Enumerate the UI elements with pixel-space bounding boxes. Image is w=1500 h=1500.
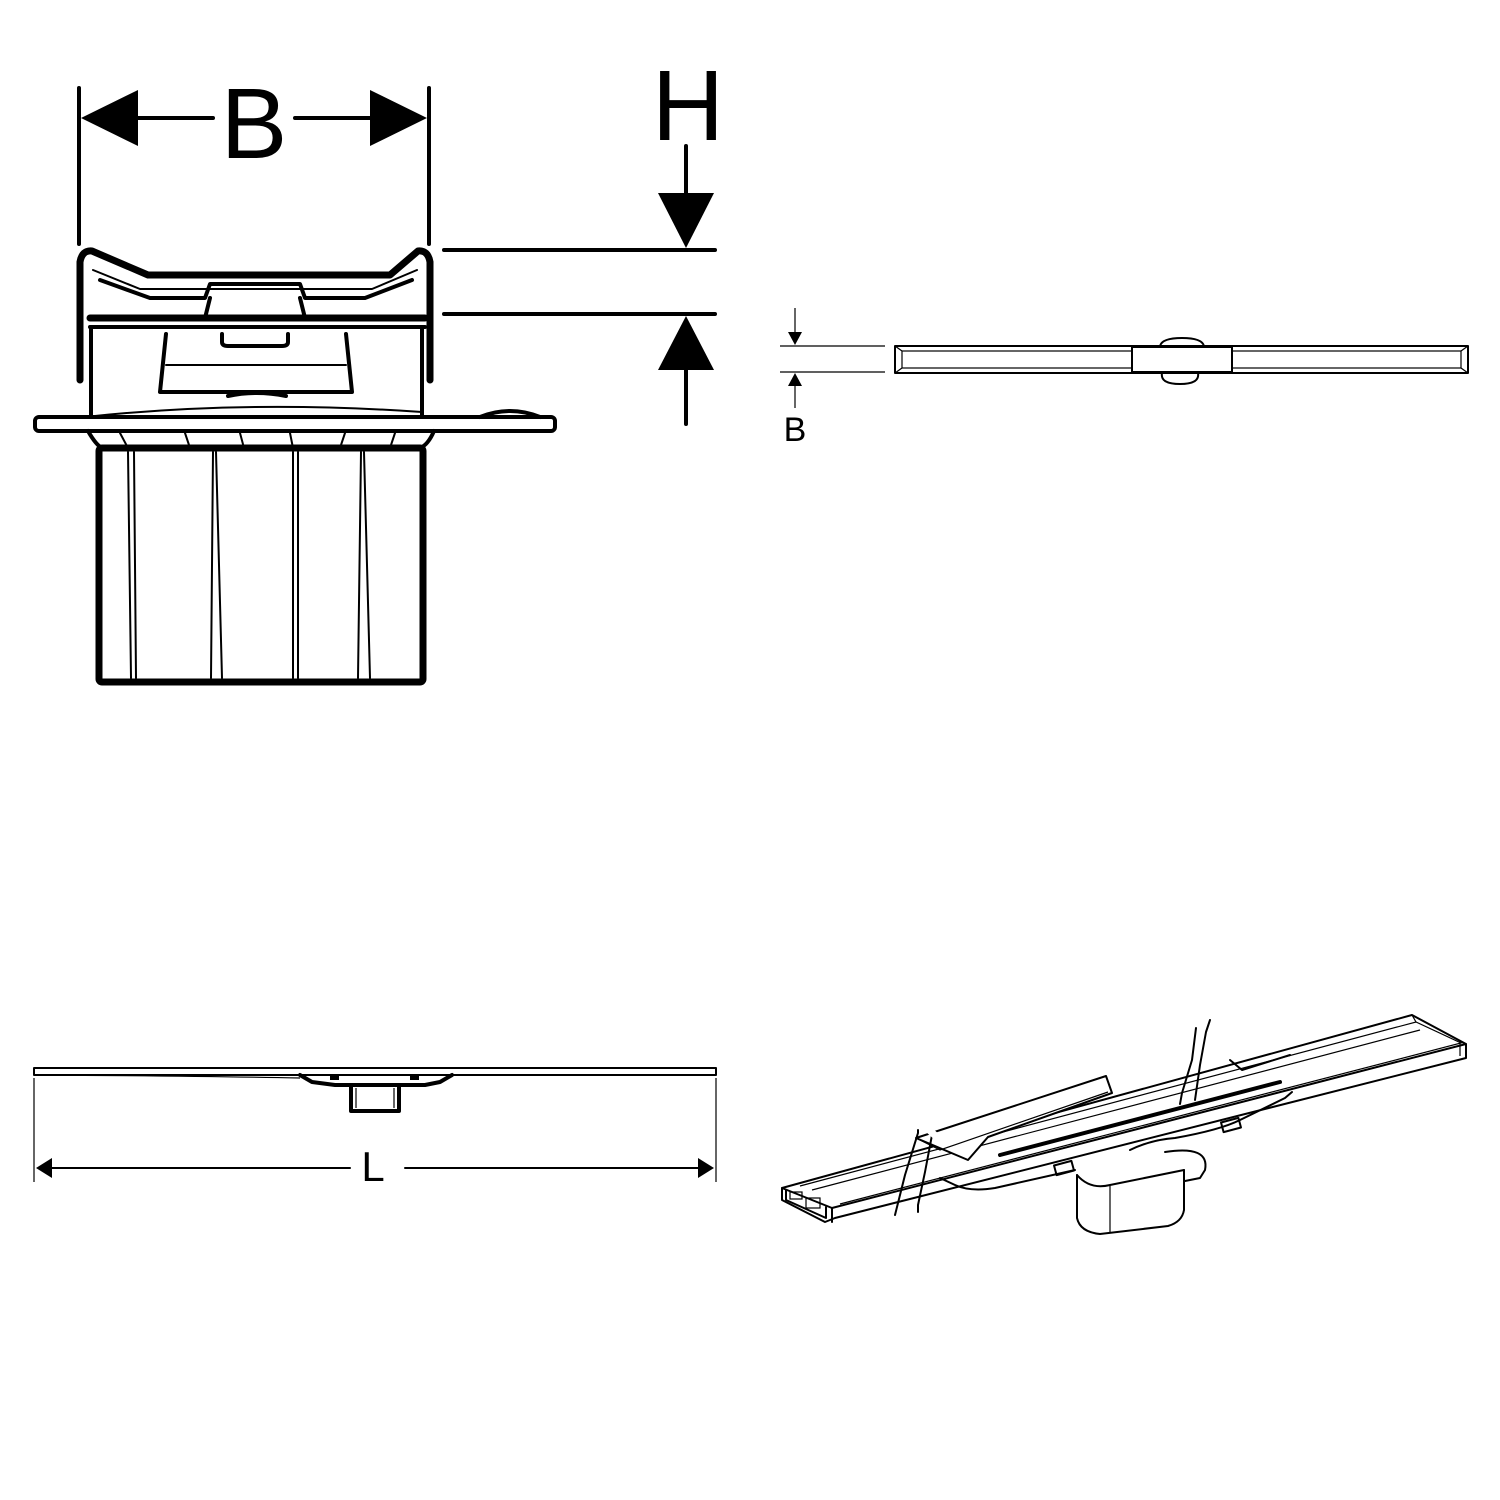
dimension-label-b: B <box>221 68 288 180</box>
front-section-view: B H <box>33 50 724 686</box>
dimension-label-l: L <box>361 1143 384 1190</box>
arrow-down-icon <box>658 193 714 248</box>
drain-grate-section <box>76 247 434 418</box>
width-dimension-b: B <box>77 68 431 246</box>
drain-outlet-body <box>95 444 427 686</box>
arrow-down-small-icon <box>788 332 802 345</box>
drain-flange <box>33 405 557 450</box>
side-view: L <box>33 1067 717 1190</box>
dimension-label-h: H <box>652 50 724 162</box>
arrow-up-small-icon <box>788 373 802 386</box>
isometric-view <box>781 1014 1467 1235</box>
slot-right <box>1220 1116 1242 1134</box>
width-dimension-b-top: B <box>780 308 885 449</box>
channel-end-opening <box>789 1191 803 1200</box>
arrow-left-icon <box>81 90 138 146</box>
arrow-right-icon <box>698 1158 714 1178</box>
top-view: B <box>780 308 1469 449</box>
length-dimension-l: L <box>33 1078 717 1190</box>
break-lines <box>894 1019 1211 1216</box>
arrow-up-icon <box>658 316 714 370</box>
channel-side-outline <box>33 1067 717 1113</box>
arrow-right-icon <box>370 90 427 146</box>
dimension-label-b-top: B <box>784 411 807 449</box>
arrow-left-icon <box>36 1158 52 1178</box>
slot-left <box>1053 1159 1075 1177</box>
height-dimension-h: H <box>442 50 724 426</box>
channel-top-outline <box>894 337 1469 385</box>
